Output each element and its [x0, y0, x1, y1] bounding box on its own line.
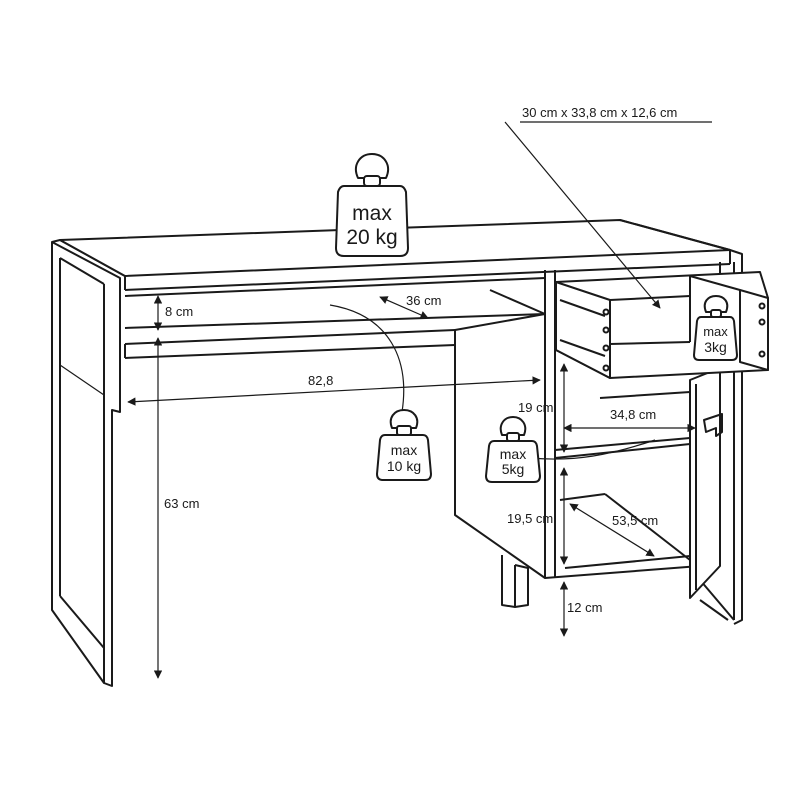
compartment-height-label: 19 cm: [518, 400, 554, 415]
drawer-size-label: 30 cm x 33,8 cm x 12,6 cm: [522, 105, 678, 120]
weight-top-max: max: [352, 202, 392, 225]
left-frame: [51, 239, 126, 687]
weight-compartment: [485, 416, 541, 483]
weight-drawer-value: 3kg: [704, 339, 727, 355]
knee-width-label: 82,8: [308, 373, 334, 388]
total-height-label: 63 cm: [164, 496, 200, 511]
compartment-width-label: 34,8 cm: [608, 407, 659, 422]
weight-compartment-max: max: [499, 446, 527, 462]
cabinet-door: [689, 367, 723, 599]
shelf-depth-label: 36 cm: [406, 293, 442, 308]
weight-drawer: [693, 295, 738, 361]
dimension-lines: [127, 121, 712, 679]
weight-drawer-max: max: [703, 324, 728, 339]
lower-compartment-depth-label: 53,5 cm: [612, 513, 659, 528]
cabinet-legs: [501, 555, 529, 608]
weight-compartment-value: 5kg: [501, 461, 525, 477]
shelf-height-label: 8 cm: [165, 304, 194, 319]
weight-top: [335, 153, 409, 257]
weight-shelf-value: 10 kg: [386, 458, 422, 474]
weight-top-value: 20 kg: [346, 226, 398, 249]
lower-compartment-height-label: 19,5 cm: [507, 511, 554, 526]
weight-shelf-max: max: [390, 442, 418, 458]
weight-shelf: [376, 409, 432, 481]
leg-height-label: 12 cm: [567, 600, 603, 615]
